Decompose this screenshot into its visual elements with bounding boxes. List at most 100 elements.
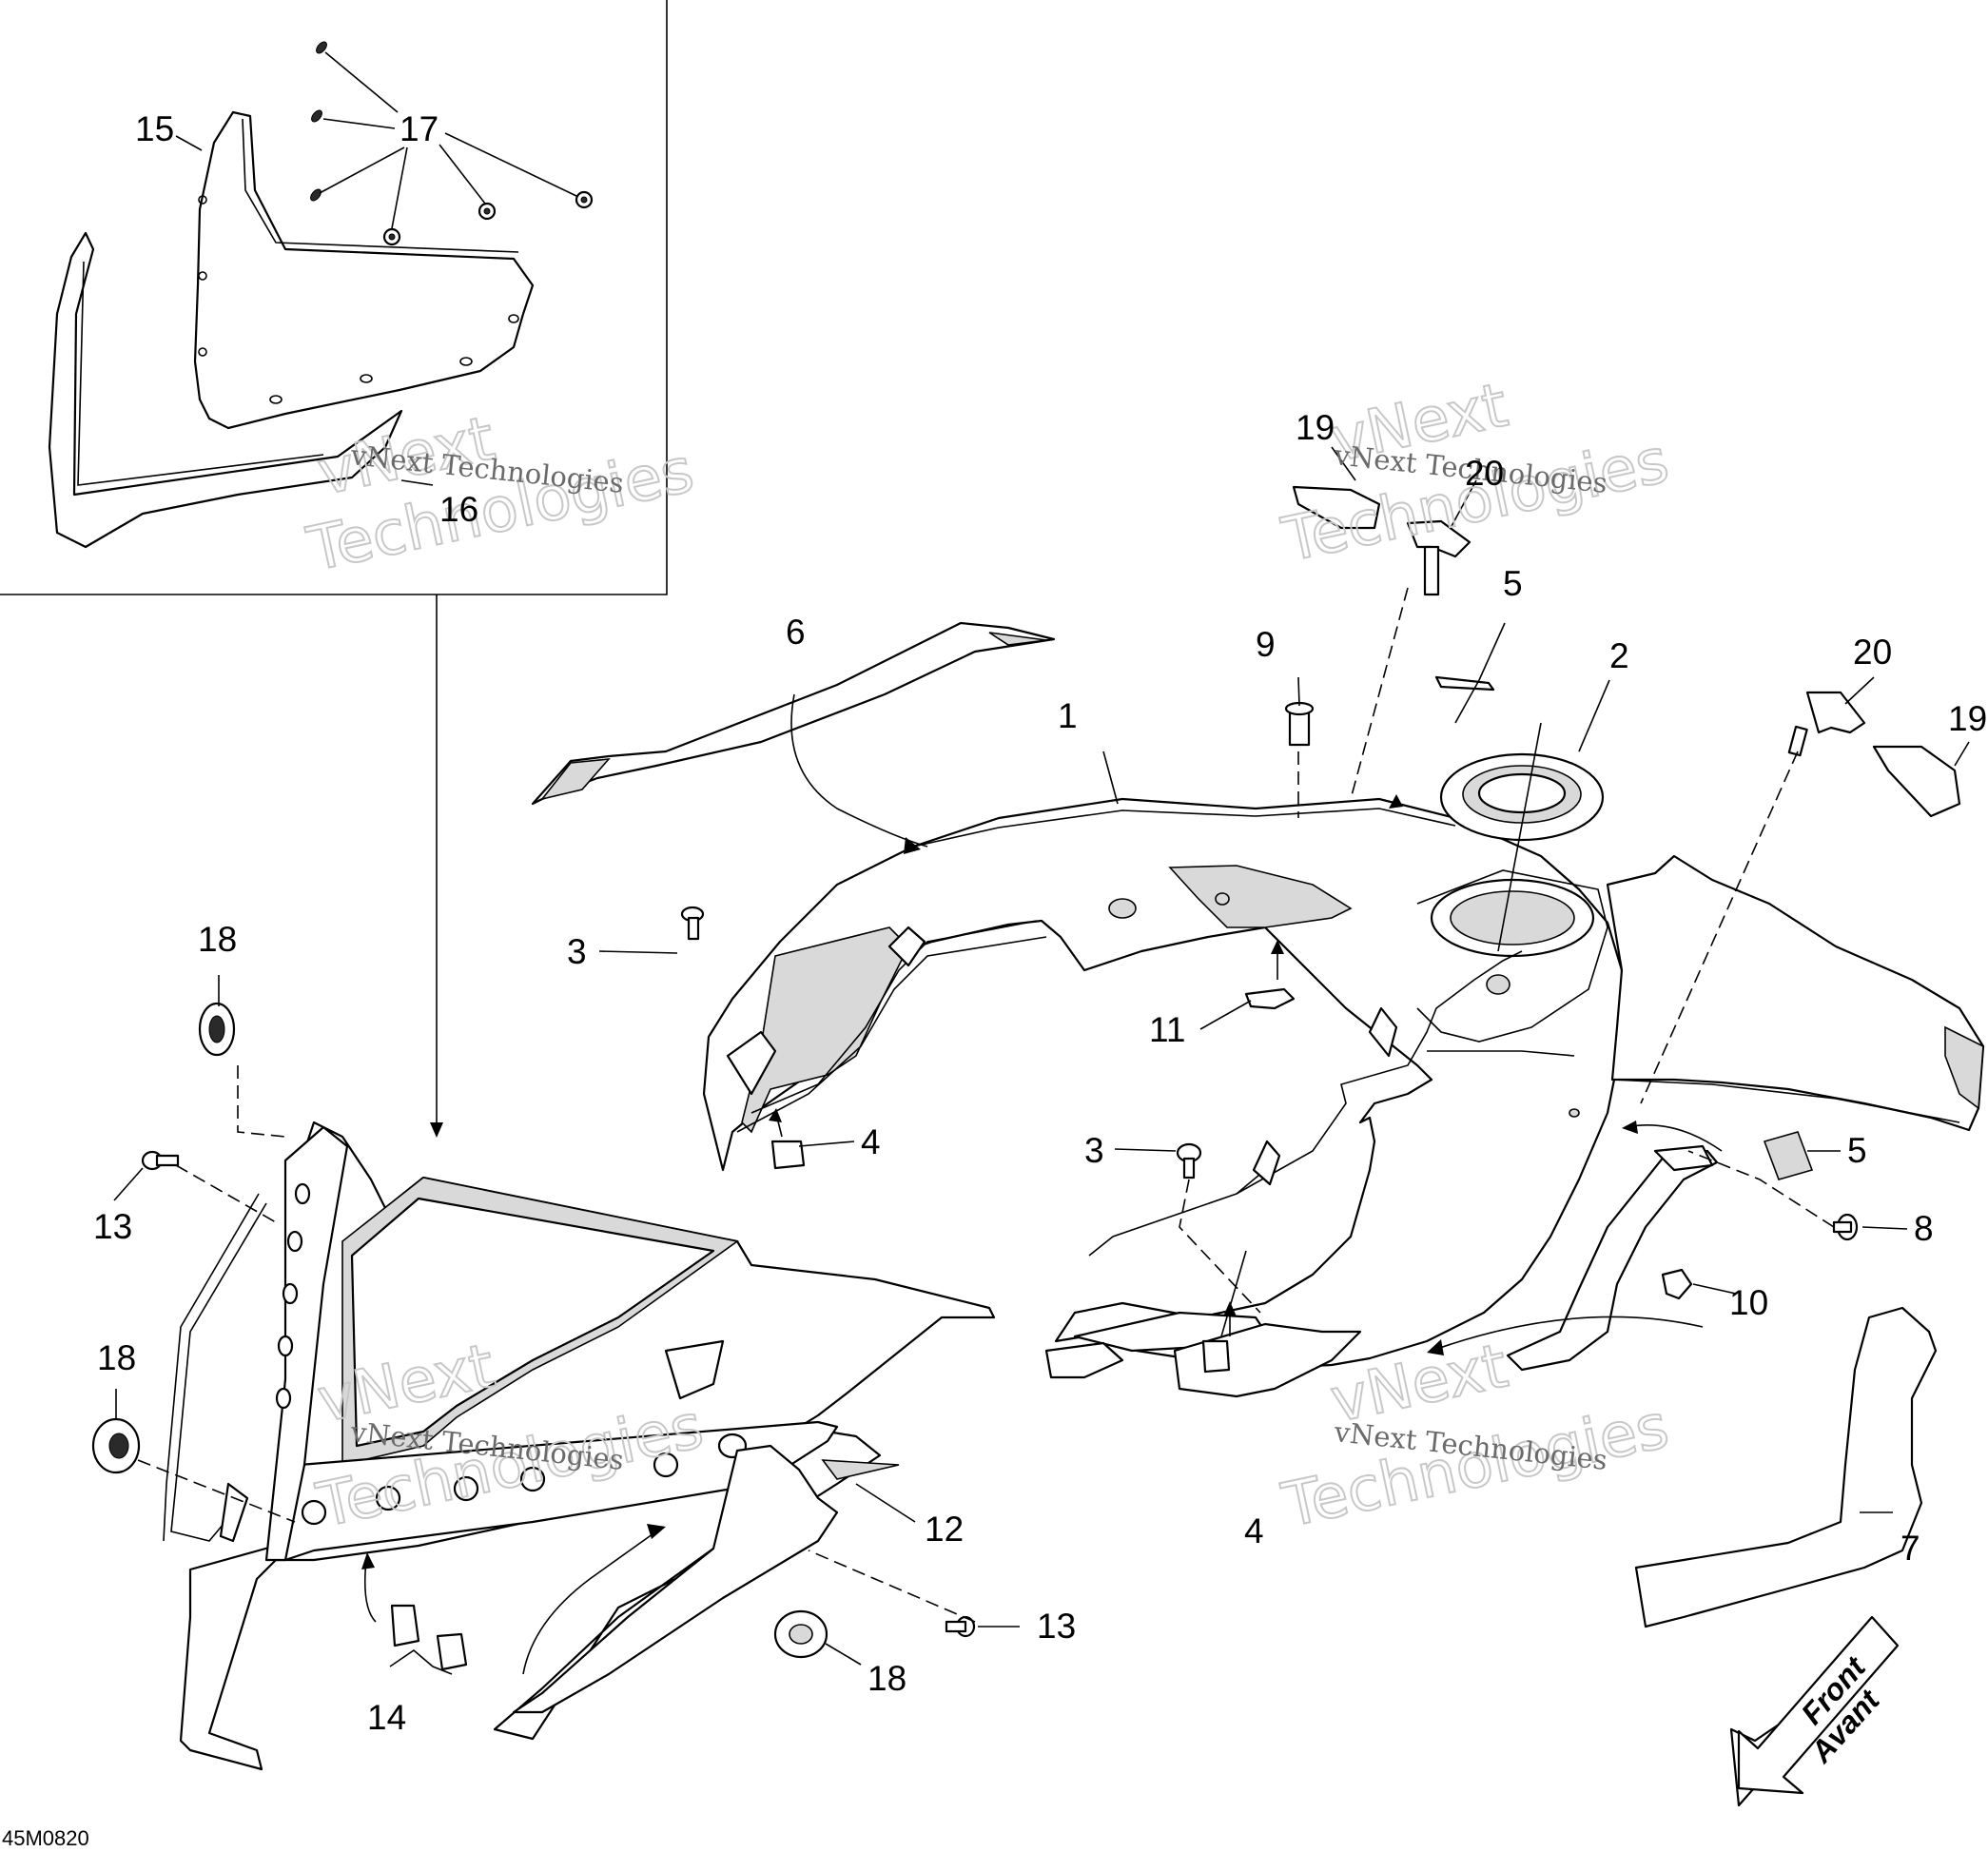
hood-bracket	[1252, 1140, 1281, 1186]
assembly-arrow	[522, 1530, 657, 1675]
leader-15	[175, 135, 203, 151]
leader-8	[1861, 1226, 1908, 1230]
part-16-frame	[48, 231, 403, 549]
part-17-fastener	[310, 188, 322, 202]
callout-19: 19	[1296, 408, 1335, 447]
fairing-bracket	[219, 1482, 249, 1543]
fairing-inner-face	[350, 1197, 715, 1448]
fairing-hole	[375, 1485, 401, 1511]
main-hood	[702, 797, 1985, 1398]
part-20-screw	[1406, 519, 1472, 558]
hole	[508, 314, 519, 323]
callout-18: 18	[97, 1338, 136, 1377]
callout-16: 16	[439, 490, 478, 529]
hood-bracket	[1368, 1006, 1398, 1058]
part-17-nut	[388, 233, 396, 241]
hood-left-channel	[736, 936, 1047, 1133]
hood-screw-hole	[1215, 892, 1230, 906]
fairing-hole	[453, 1475, 479, 1502]
part-6-tip	[539, 758, 611, 801]
leader-6	[790, 693, 928, 848]
callout-15: 15	[135, 109, 174, 148]
assembly-line	[1179, 1179, 1261, 1314]
leader-2	[1578, 679, 1610, 752]
fairing-hole	[301, 1499, 327, 1526]
fairing-hole	[519, 1466, 546, 1492]
fairing-hole	[294, 1182, 311, 1205]
callout-4: 4	[861, 1122, 881, 1161]
leader-4b	[776, 1117, 783, 1138]
part-16-frame-inner	[77, 261, 324, 486]
hood-right-wing-tip	[1944, 1025, 1984, 1110]
part-10-bracket-tab	[1653, 1144, 1714, 1172]
leader-3	[598, 950, 678, 954]
inset-pointer-arrowhead	[430, 1122, 443, 1138]
lower-fairing	[163, 1121, 996, 1771]
part-17-nut	[483, 207, 491, 215]
leader-4	[798, 1140, 855, 1147]
hood-right-wing-ridge	[1611, 1079, 1960, 1123]
arrowhead	[647, 1524, 666, 1539]
part-3-screw-shaft	[1182, 1157, 1196, 1179]
assembly-arrow	[1431, 1316, 1704, 1352]
fairing-left-frame	[170, 1202, 267, 1542]
part-3-screw-shaft	[687, 916, 700, 941]
leader-20	[1844, 676, 1875, 705]
callout-7: 7	[1900, 1529, 1920, 1568]
part-18-grommet-inner	[208, 1015, 225, 1043]
callout-4: 4	[1244, 1511, 1264, 1550]
callout-11: 11	[1149, 1010, 1185, 1049]
fairing-hole	[286, 1230, 303, 1253]
fairing-hole	[275, 1387, 292, 1410]
part-19-handle	[1292, 485, 1381, 530]
callout-6: 6	[786, 613, 806, 652]
fairing-small-panel	[821, 1459, 900, 1480]
leader-13	[113, 1167, 144, 1201]
leader-20	[1450, 479, 1477, 529]
part-8-screw-shaft	[1832, 1220, 1853, 1234]
callout-3: 3	[1084, 1131, 1104, 1170]
arrowhead	[1389, 794, 1403, 809]
leader-lines	[113, 446, 1970, 1675]
part-18-grommet-inner	[108, 1433, 129, 1459]
callout-20: 20	[1465, 454, 1504, 493]
arrowhead	[1427, 1339, 1444, 1355]
leader-3	[1114, 1148, 1177, 1152]
leader-17	[444, 132, 577, 197]
hood-screw-hole	[1569, 1108, 1580, 1118]
leader-17	[439, 144, 486, 205]
assembly-arrow	[1626, 1124, 1723, 1152]
part-14-clip	[390, 1604, 420, 1647]
fairing-hole	[277, 1335, 294, 1357]
callout-13: 13	[1037, 1607, 1076, 1646]
hole	[269, 395, 283, 404]
leader-1	[1102, 751, 1119, 805]
hood-fuel-opening-inner	[1450, 890, 1575, 945]
assembly-line	[137, 1459, 296, 1523]
callout-8: 8	[1914, 1209, 1934, 1248]
fairing-hole	[282, 1282, 299, 1305]
hood-left-channel	[750, 920, 1038, 1114]
fairing-hole	[653, 1452, 679, 1478]
assembly-line	[1350, 587, 1409, 800]
callout-18: 18	[198, 920, 237, 959]
part-20-screw-shaft	[1787, 725, 1808, 757]
hood-center-recess	[1168, 865, 1353, 928]
callout-5: 5	[1503, 564, 1523, 603]
part-9-bolt	[1288, 710, 1311, 747]
assembly-line	[237, 1065, 286, 1138]
front-direction-arrow: Front Avant	[1729, 1615, 1900, 1807]
callout-2: 2	[1609, 636, 1629, 675]
part-18-grommet-inner	[789, 1624, 813, 1645]
arrowhead	[1622, 1121, 1638, 1134]
part-6-tip	[988, 632, 1047, 646]
leader-19	[1331, 446, 1356, 481]
leader-18	[825, 1643, 862, 1666]
callout-17: 17	[400, 109, 439, 148]
arrowhead	[1223, 1301, 1237, 1316]
part-15-windshield	[193, 110, 535, 430]
leader-17	[319, 146, 405, 194]
part-14-clip	[436, 1632, 468, 1671]
leader-hood	[1427, 1050, 1575, 1057]
